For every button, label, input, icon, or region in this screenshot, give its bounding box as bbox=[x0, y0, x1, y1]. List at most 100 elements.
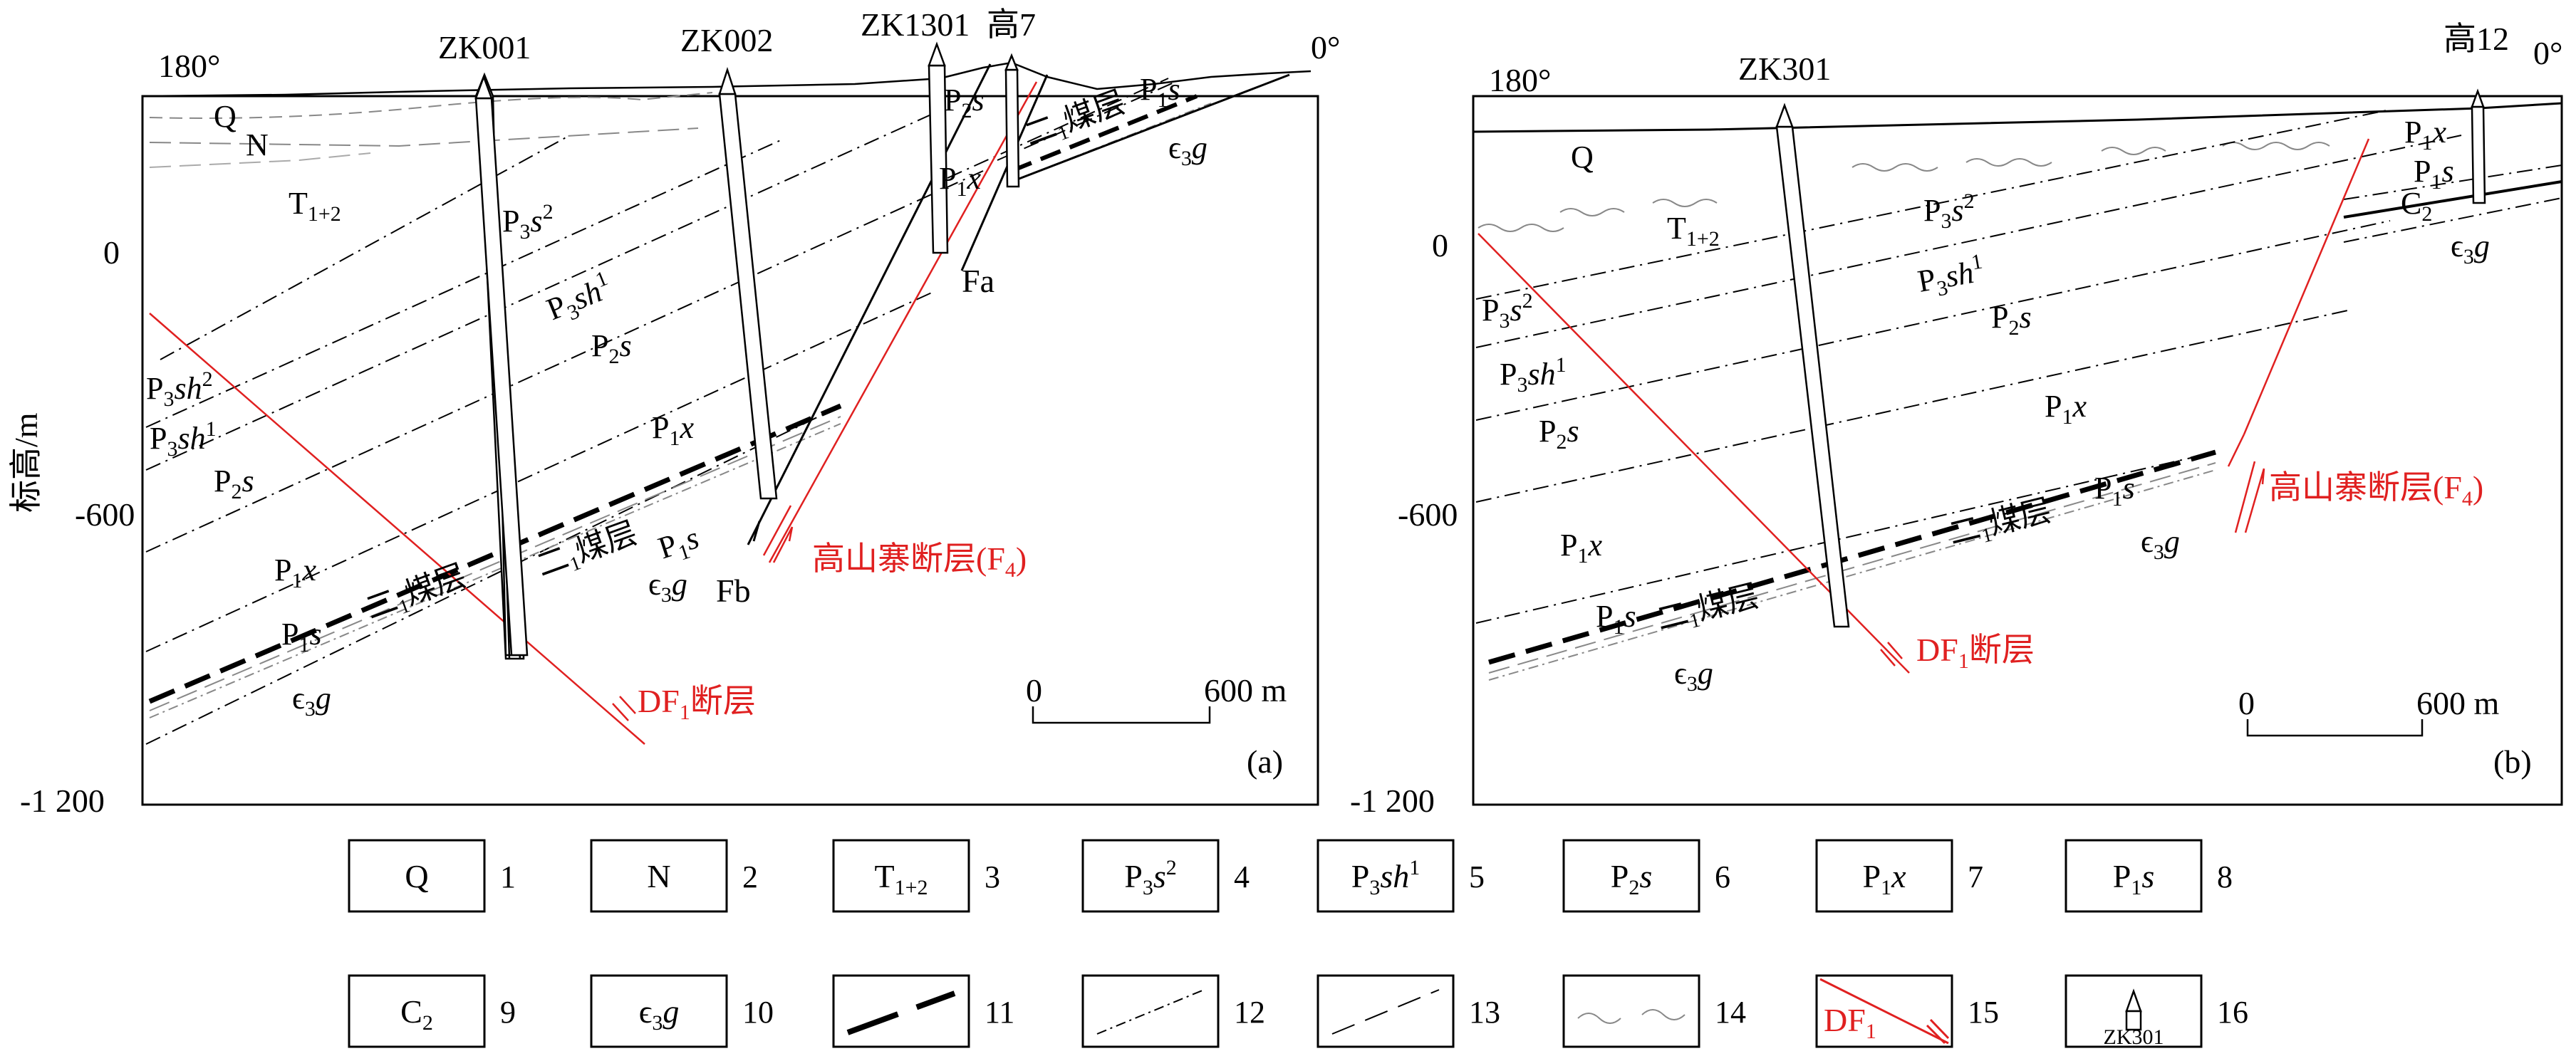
panel-a-strat-p1s-lower: P1s bbox=[281, 617, 322, 657]
panel-b-fault-df1-label: DF1断层 bbox=[1916, 632, 2035, 673]
panel-b-formation-boundaries bbox=[1475, 110, 2562, 624]
panel-b-scale-zero: 0 bbox=[2238, 685, 2255, 721]
legend-unit-label: T1+2 bbox=[874, 858, 928, 899]
legend-unit-label: P1x bbox=[1862, 858, 1906, 899]
panel-b-borehole-label-zk301: ZK301 bbox=[1738, 51, 1831, 87]
borehole-zk002-body bbox=[718, 93, 778, 500]
borehole-gao12-tip bbox=[2471, 88, 2485, 108]
legend-box bbox=[1562, 974, 1700, 1048]
legend-item-number: 11 bbox=[985, 995, 1014, 1030]
boundary-t-p3s2 bbox=[160, 135, 571, 360]
panel-b-strat-p3sh1: P3sh1 bbox=[1914, 249, 1988, 303]
legend-unit-label: ϵ3g bbox=[639, 993, 680, 1035]
legend-item-number: 12 bbox=[1234, 995, 1265, 1030]
panel-b-strat-p3s2: P3s2 bbox=[1923, 189, 1975, 233]
boundary-p3s2-p3sh2 bbox=[145, 138, 784, 428]
panel-a-borehole-label-gao7: 高7 bbox=[987, 6, 1036, 43]
borehole-gao12-body bbox=[2471, 105, 2486, 204]
panel-a-strat-e3g: ϵ3g bbox=[292, 681, 331, 721]
panel-a-strat-p1s-mid: P1s bbox=[654, 520, 705, 570]
panel-b-fault-f4-arrow bbox=[2234, 461, 2265, 533]
legend-box bbox=[832, 974, 970, 1048]
panel-a-azimuth-left: 180° bbox=[158, 48, 220, 84]
panel-b-c2-line bbox=[2343, 180, 2562, 219]
panel-b-scale-bar bbox=[2246, 719, 2424, 737]
panel-a-strat-e3g-mid: ϵ3g bbox=[648, 567, 687, 607]
legend-item-12: 12 bbox=[1081, 974, 1265, 1048]
panel-a-strat-p2s-upper: P2s bbox=[591, 328, 632, 368]
panel-a-tick-1200: -1 200 bbox=[20, 783, 105, 819]
panel-b-boundary-6 bbox=[2343, 164, 2562, 200]
legend-item-number: 13 bbox=[1469, 995, 1500, 1030]
panel-a: 180° 0° ZK001 ZK002 ZK1301 高7 0 -600 -1 … bbox=[8, 6, 1340, 819]
panel-b-strat-p3s2-left: P3s2 bbox=[1482, 289, 1533, 333]
panel-a-boreholes bbox=[474, 41, 1020, 660]
panel-b-tick-1200: -1 200 bbox=[1350, 783, 1435, 819]
panel-b-ground-surface bbox=[1473, 102, 2562, 133]
panel-b-boundary-3 bbox=[1475, 220, 2391, 421]
legend-unit-label: Q bbox=[405, 858, 428, 894]
legend-item-number: 14 bbox=[1715, 995, 1746, 1030]
panel-b-fault-df1-arrow bbox=[1880, 642, 1903, 667]
panel-a-strat-p1x: P1x bbox=[652, 410, 694, 450]
legend-fault-label: DF1 bbox=[1824, 1002, 1876, 1043]
legend-borehole-label: ZK301 bbox=[2104, 1025, 2164, 1049]
panel-a-strat-p1x-top: P1x bbox=[939, 161, 981, 201]
panel-a-strat-t12: T1+2 bbox=[289, 186, 341, 226]
panel-a-strat-p3sh1-upper: P3sh1 bbox=[541, 266, 619, 332]
legend-box bbox=[1316, 839, 1455, 913]
borehole-gao7-tip bbox=[1004, 53, 1019, 71]
panel-a-strat-n: N bbox=[246, 127, 269, 162]
legend-fault-line bbox=[1819, 978, 1949, 1045]
legend-borehole-body bbox=[2125, 1010, 2142, 1031]
panel-b-boundary-1 bbox=[1475, 110, 2387, 300]
legend-item-number: 4 bbox=[1234, 859, 1250, 894]
legend-item-number: 1 bbox=[500, 859, 516, 894]
panel-a-coal-seam-label-mid: 二1煤层 bbox=[532, 515, 643, 587]
panel-b-strat-e3g-left: ϵ3g bbox=[1674, 656, 1713, 696]
legend-box bbox=[1081, 839, 1220, 913]
fault-fb-arrow bbox=[752, 521, 761, 542]
boundary-p2s-p1x bbox=[145, 291, 934, 652]
borehole-zk001-tip bbox=[474, 74, 493, 100]
panel-b-tick-0: 0 bbox=[1432, 227, 1448, 263]
panel-a-ground-surface bbox=[142, 61, 1312, 98]
panel-a-strat-q: Q bbox=[214, 99, 237, 134]
legend-item-number: 16 bbox=[2217, 995, 2248, 1030]
fault-fa-2 bbox=[1011, 73, 1290, 183]
panel-a-n-boundary bbox=[149, 127, 699, 147]
legend-item-number: 10 bbox=[742, 995, 774, 1030]
borehole-zk002-tip bbox=[718, 66, 737, 95]
borehole-gao7-body bbox=[1004, 68, 1020, 188]
legend-box bbox=[348, 974, 486, 1048]
legend-item-number: 8 bbox=[2217, 859, 2233, 894]
panel-b-azimuth-left: 180° bbox=[1489, 62, 1551, 98]
panel-b-scale-end: 600 m bbox=[2416, 685, 2500, 721]
panel-a-strat-p3s2: P3s2 bbox=[502, 200, 554, 244]
panel-a-strat-p3sh2: P3sh2 bbox=[146, 367, 213, 411]
legend-box bbox=[832, 839, 970, 913]
panel-a-azimuth-right: 0° bbox=[1311, 29, 1340, 66]
legend-box bbox=[590, 839, 728, 913]
panel-b-borehole-label-gao12: 高12 bbox=[2443, 21, 2509, 57]
panel-b-frame bbox=[1472, 95, 2563, 806]
panel-b-strat-p2s: P2s bbox=[1991, 300, 2032, 340]
panel-b-coal-seam bbox=[1488, 449, 2216, 665]
legend-item-number: 3 bbox=[985, 859, 1000, 894]
fault-fb bbox=[747, 63, 992, 545]
panel-b-fault-f4 bbox=[2243, 138, 2370, 435]
panel-a-fault-df1-arrow bbox=[612, 696, 636, 721]
panel-b-strat-t12: T1+2 bbox=[1667, 211, 1720, 251]
legend-unit-label: P1s bbox=[2113, 858, 2155, 899]
legend-unit-label: P3sh1 bbox=[1351, 856, 1421, 899]
panel-a-fault-fb-label: Fb bbox=[716, 573, 751, 609]
legend-item-10: ϵ3g 10 bbox=[590, 974, 774, 1048]
boundary-upper-block-2 bbox=[997, 81, 1176, 161]
panel-a-borehole-label-zk002: ZK002 bbox=[680, 22, 773, 58]
boundary-p1x-p1s bbox=[145, 405, 841, 745]
panel-b-boundary-2 bbox=[1475, 135, 2462, 348]
